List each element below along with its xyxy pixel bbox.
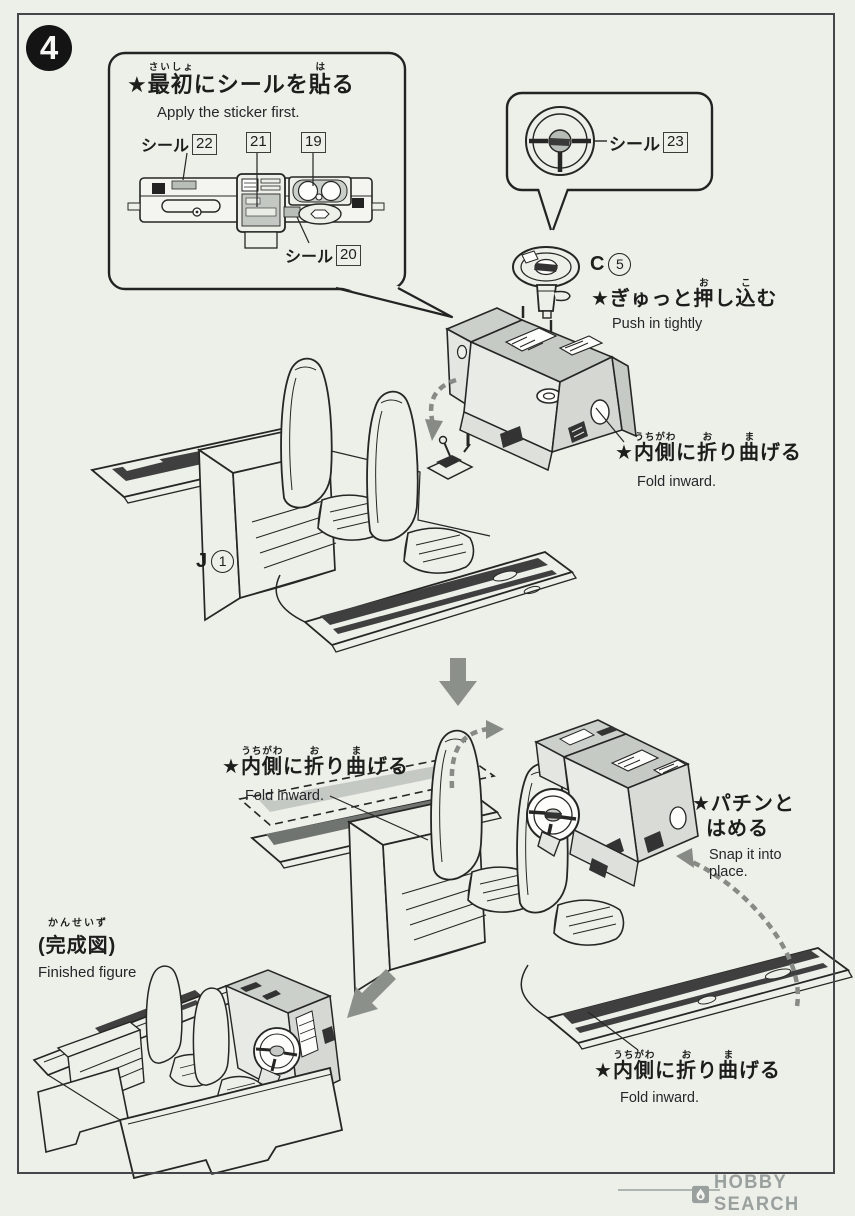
fold-note-3-jp: ★内側うちがわに折おり曲まげる bbox=[594, 1050, 781, 1082]
finished-figure-arrow bbox=[347, 969, 396, 1018]
finished-figure-illustration bbox=[32, 965, 344, 1180]
fold-note-3-en: Fold inward. bbox=[620, 1090, 699, 1106]
sticker-word: シール bbox=[141, 138, 190, 155]
sticker-word: シール bbox=[609, 135, 660, 154]
assembly-step2-illustration bbox=[238, 719, 853, 1051]
installed-steering-wheel bbox=[526, 788, 580, 858]
attached-dashboard-illustration bbox=[526, 719, 699, 888]
fold-note-1-en: Fold inward. bbox=[637, 474, 716, 490]
snap-note-en-line2: place. bbox=[709, 864, 748, 880]
sticker-21-number: 21 bbox=[246, 132, 271, 153]
step-number-badge: 4 bbox=[26, 25, 72, 71]
snap-note-en-line1: Snap it into bbox=[709, 847, 782, 863]
finished-furigana: かんせいず bbox=[48, 918, 108, 929]
next-step-down-arrow bbox=[439, 658, 477, 706]
snap-arrow-head-top bbox=[486, 720, 504, 739]
hobby-search-logo-icon bbox=[692, 1185, 710, 1203]
steering-wheel-part-c5 bbox=[512, 246, 580, 399]
snap-note: ★パチンと はめる Snap it into place. bbox=[692, 793, 795, 881]
finished-jp: (完成図) bbox=[38, 935, 117, 957]
finished-en: Finished figure bbox=[38, 964, 137, 981]
sticker-19-number: 19 bbox=[301, 132, 326, 153]
fold-arrow-head bbox=[425, 419, 443, 441]
steering-wheel-icon bbox=[525, 106, 595, 176]
push-note-en: Push in tightly bbox=[612, 316, 703, 332]
finished-figure-label: かんせいず (完成図) Finished figure bbox=[38, 914, 136, 981]
part-number-circle: 5 bbox=[608, 253, 632, 276]
dashboard-front-illustration bbox=[127, 152, 385, 249]
sticker-20-number: 20 bbox=[336, 244, 361, 266]
dashboard-part-illustration bbox=[445, 306, 637, 472]
sticker-23-number: 23 bbox=[663, 132, 688, 153]
push-note-jp: ★ぎゅっと押おし込こむ bbox=[591, 278, 778, 310]
watermark-text: HOBBY SEARCH bbox=[714, 1172, 800, 1215]
sticker-19-label: 19 bbox=[301, 132, 326, 153]
sticker-box-title: ★最初さいしょにシールを貼はる bbox=[127, 62, 355, 97]
fold-note-2-en: Fold inward. bbox=[245, 788, 324, 804]
assembly-step1-illustration bbox=[90, 306, 637, 653]
fold-note-2-jp: ★内側うちがわに折おり曲まげる bbox=[222, 746, 409, 778]
snap-note-jp-line2: はめる bbox=[706, 818, 769, 840]
sticker-word: シール bbox=[285, 249, 334, 266]
sticker-callout-box bbox=[107, 51, 454, 319]
part-letter: J bbox=[196, 550, 208, 572]
sticker-22-number: 22 bbox=[192, 133, 217, 155]
steering-wheel-bubble bbox=[505, 91, 714, 231]
part-number-circle: 1 bbox=[211, 550, 235, 573]
sticker-21-label: 21 bbox=[246, 132, 271, 153]
part-letter: C bbox=[590, 253, 605, 275]
snap-arrow-head-right bbox=[676, 848, 694, 868]
sticker-box-subtitle: Apply the sticker first. bbox=[157, 104, 300, 121]
snap-note-jp-line1: ★パチンと bbox=[692, 793, 795, 815]
fold-note-1-jp: ★内側うちがわに折おり曲まげる bbox=[615, 432, 802, 464]
hobby-search-watermark: HOBBY SEARCH bbox=[692, 1172, 855, 1216]
